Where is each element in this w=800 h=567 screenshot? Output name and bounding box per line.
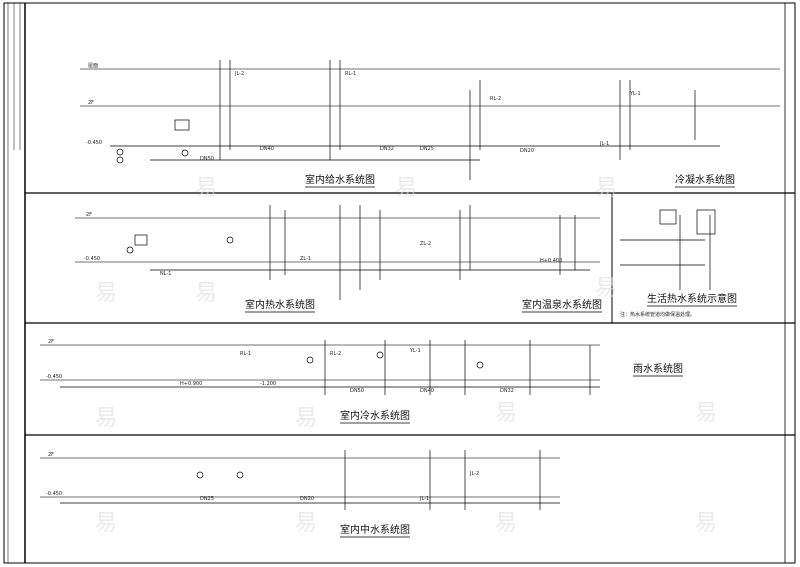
watermark: 易 — [595, 176, 617, 201]
pipe-label: H+0.400 — [540, 258, 562, 264]
valve-symbol — [181, 149, 189, 157]
pipe-label: RL-1 — [345, 71, 356, 77]
level-roof: 屋面 — [88, 63, 98, 69]
pipe-label: DN32 — [380, 146, 394, 152]
title-rainwater: 雨水系统图 — [633, 362, 683, 375]
pipe-label: DN50 — [200, 156, 214, 162]
pipe-label: NL-1 — [160, 271, 171, 277]
pipe-label: JL-2 — [234, 71, 244, 77]
valve-symbol — [116, 148, 124, 156]
valve-symbol — [306, 356, 314, 364]
title-condensate: 冷凝水系统图 — [675, 173, 735, 186]
watermark: 易 — [95, 281, 117, 306]
pipe-label: RL-2 — [330, 351, 341, 357]
watermark: 易 — [195, 281, 217, 306]
level-2f: 2F — [48, 339, 54, 345]
pipe-label: DN40 — [420, 388, 434, 394]
equipment-box — [134, 234, 148, 246]
pipe-label: ZL-2 — [420, 241, 431, 247]
pipe-label: RL-2 — [490, 96, 501, 102]
watermark: 易 — [595, 276, 617, 301]
title-indoor-hot-water: 室内热水系统图 — [245, 298, 315, 311]
level-2f: 2F — [48, 452, 54, 458]
title-reclaimed-water: 室内中水系统图 — [340, 523, 410, 536]
pipe-label: DN25 — [420, 146, 434, 152]
pipe-label: JL-2 — [469, 471, 479, 477]
pipe-label: YL-1 — [409, 348, 421, 354]
watermark: 易 — [495, 511, 517, 536]
watermark: 易 — [295, 406, 317, 431]
watermark: 易 — [495, 401, 517, 426]
title-indoor-water-supply: 室内给水系统图 — [305, 173, 375, 186]
watermark: 易 — [695, 511, 717, 536]
pipe-label: DN25 — [200, 496, 214, 502]
title-domestic-hot-water-schematic: 生活热水系统示意图 — [647, 292, 737, 305]
level-2f: 2F — [88, 100, 94, 106]
watermark: 易 — [95, 406, 117, 431]
equipment-box — [659, 209, 677, 225]
valve-symbol — [376, 351, 384, 359]
watermark: 易 — [695, 401, 717, 426]
valve-symbol — [476, 361, 484, 369]
pipe-label: RL-1 — [240, 351, 251, 357]
pipe-label: DN20 — [520, 148, 534, 154]
pipe-label: DN32 — [500, 388, 514, 394]
level-1f: -0.450 — [84, 256, 100, 262]
level-1f: -0.450 — [46, 491, 62, 497]
valve-symbol — [236, 471, 244, 479]
pipe-label: ZL-1 — [300, 256, 311, 262]
pipe-label: H+0.900 — [180, 381, 202, 387]
hot-water-note: 注：热水系统管道均做保温处理。 — [620, 311, 695, 318]
valve-symbol — [126, 246, 134, 254]
pipe-label: DN20 — [300, 496, 314, 502]
equipment-box — [174, 119, 190, 131]
watermark: 易 — [295, 511, 317, 536]
pipe-label: DN40 — [260, 146, 274, 152]
valve-symbol — [116, 156, 124, 164]
pipe-label: JL-1 — [599, 141, 609, 147]
watermark: 易 — [395, 176, 417, 201]
watermark: 易 — [95, 511, 117, 536]
level-1f: -0.450 — [86, 140, 102, 146]
valve-symbol — [226, 236, 234, 244]
watermark: 易 — [195, 176, 217, 201]
level-1f: -0.450 — [46, 374, 62, 380]
level-2f: 2F — [86, 212, 92, 218]
title-indoor-cold-water: 室内冷水系统图 — [340, 409, 410, 422]
pipe-label: -1.200 — [260, 381, 276, 387]
valve-symbol — [196, 471, 204, 479]
equipment-box — [696, 209, 716, 235]
title-hot-spring-water: 室内温泉水系统图 — [522, 298, 602, 311]
pipe-label: DN50 — [350, 388, 364, 394]
pipe-label: YL-1 — [629, 91, 641, 97]
pipe-label: JL-1 — [419, 496, 429, 502]
drawing-border — [3, 2, 796, 564]
